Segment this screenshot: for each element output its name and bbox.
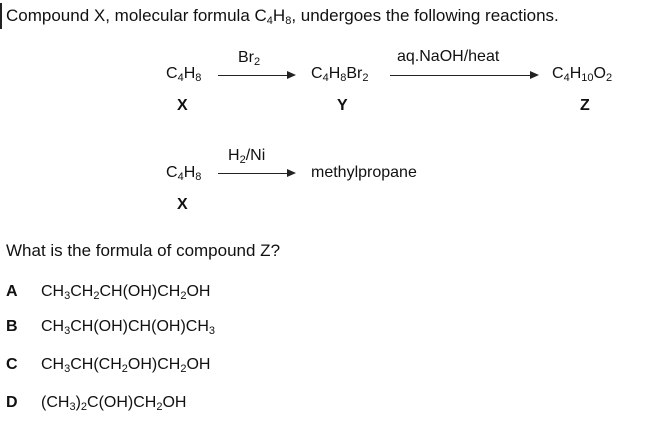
option-d: D (CH3)2C(OH)CH2OH	[6, 394, 187, 413]
option-a: A CH3CH2CH(OH)CH2OH	[6, 283, 211, 302]
reaction1-reagent2: aq.NaOH/heat	[397, 48, 500, 65]
option-formula: (CH3)2C(OH)CH2OH	[41, 394, 187, 413]
reaction2-product: methylpropane	[311, 164, 417, 181]
option-formula: CH3CH2CH(OH)CH2OH	[41, 283, 211, 302]
reaction1-product1-label: Y	[337, 97, 348, 114]
reaction1-reactant: C4H8	[166, 65, 202, 84]
option-letter: A	[6, 283, 18, 300]
option-formula: CH3CH(CH2OH)CH2OH	[41, 356, 211, 375]
reaction1-arrow2	[390, 71, 539, 79]
reaction1-reactant-label: X	[177, 97, 188, 114]
reaction1-product1: C4H8Br2	[311, 65, 369, 84]
reaction2-reactant-label: X	[177, 196, 188, 213]
option-letter: D	[6, 394, 18, 411]
option-letter: C	[6, 356, 18, 373]
option-b: B CH3CH(OH)CH(OH)CH3	[6, 318, 215, 337]
left-border	[0, 3, 2, 29]
reaction1-product2-label: Z	[580, 97, 590, 114]
option-letter: B	[6, 318, 18, 335]
option-c: C CH3CH(CH2OH)CH2OH	[6, 356, 211, 375]
reaction2-reagent: H2/Ni	[228, 147, 266, 166]
reaction2-arrow	[218, 169, 296, 177]
option-formula: CH3CH(OH)CH(OH)CH3	[41, 318, 215, 337]
reaction1-arrow1	[218, 71, 296, 79]
reaction1-reagent1: Br2	[238, 49, 261, 68]
reaction1-product2: C4H10O2	[552, 65, 613, 84]
question-text: What is the formula of compound Z?	[6, 241, 281, 260]
reaction2-reactant: C4H8	[166, 164, 202, 183]
intro-text: Compound X, molecular formula C4H8, unde…	[6, 6, 559, 27]
